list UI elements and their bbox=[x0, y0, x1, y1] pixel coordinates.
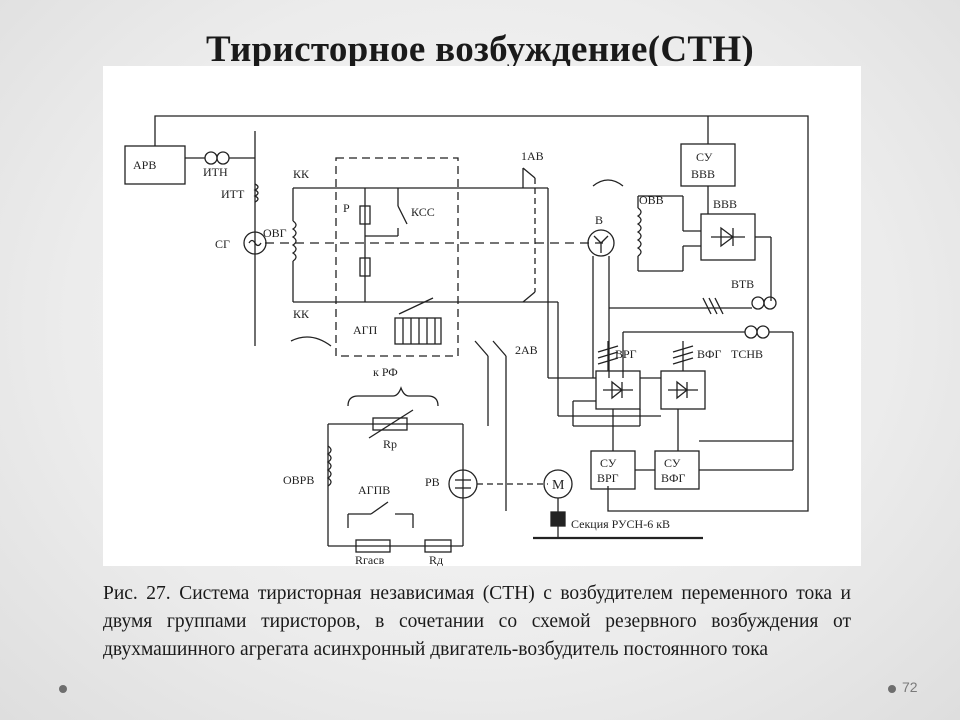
label-kss: КСС bbox=[411, 205, 435, 219]
label-vtv: ВТВ bbox=[731, 277, 754, 291]
arv-block bbox=[124, 145, 186, 185]
label-sg: СГ bbox=[215, 237, 230, 251]
label-rp: Rр bbox=[383, 437, 397, 451]
agp-dashed-box bbox=[335, 157, 459, 357]
r-relay bbox=[359, 205, 371, 225]
label-rgasv: Rгасв bbox=[355, 553, 385, 566]
label-itn: ИТН bbox=[203, 165, 228, 179]
label-ovrv: ОВРВ bbox=[283, 473, 314, 487]
circuit-svg: АРВ ИТН ИТТ СГ ОВГ КК КК Р КСС АГП 1АВ 2… bbox=[124, 115, 809, 566]
label-su-vfg-2: ВФГ bbox=[661, 471, 685, 485]
label-m: М bbox=[552, 478, 565, 493]
label-kk-bottom: КК bbox=[293, 307, 310, 321]
left-bullet-dot bbox=[59, 685, 67, 693]
label-rv: РВ bbox=[425, 475, 440, 489]
krf-bracket bbox=[347, 386, 439, 407]
label-agp: АГП bbox=[353, 323, 378, 337]
label-su-vrg-1: СУ bbox=[600, 456, 617, 470]
circuit-diagram: АРВ ИТН ИТТ СГ ОВГ КК КК Р КСС АГП 1АВ 2… bbox=[103, 66, 861, 566]
label-krf: к РФ bbox=[373, 365, 398, 379]
label-vfg: ВФГ bbox=[697, 347, 721, 361]
label-vvv: ВВВ bbox=[713, 197, 737, 211]
agp-chamber bbox=[394, 317, 442, 345]
rotation-arrow-sg bbox=[290, 336, 332, 347]
label-su-vvv-1: СУ bbox=[696, 150, 713, 164]
label-r: Р bbox=[343, 201, 350, 215]
label-2av: 2АВ bbox=[515, 343, 538, 357]
label-rd: Rд bbox=[429, 553, 443, 566]
label-ovv: ОВВ bbox=[639, 193, 664, 207]
label-ovg: ОВГ bbox=[263, 226, 287, 240]
vtv-coil-b bbox=[763, 296, 777, 310]
rotation-arrow-b bbox=[592, 179, 624, 187]
label-su-vfg-1: СУ bbox=[664, 456, 681, 470]
control-loop-wire bbox=[154, 115, 809, 512]
r-resistor bbox=[359, 257, 371, 277]
rd-resistor bbox=[424, 539, 452, 553]
page-number: 72 bbox=[902, 679, 918, 695]
figure-caption: Рис. 27. Система тиристорная независимая… bbox=[103, 583, 851, 660]
label-su-vvv-2: ВВВ bbox=[691, 167, 715, 181]
tsnv-coil-a bbox=[744, 325, 758, 339]
rgasv-resistor bbox=[355, 539, 391, 553]
label-tsnv: ТСНВ bbox=[731, 347, 763, 361]
label-kk-top: КК bbox=[293, 167, 310, 181]
label-su-vrg-2: ВРГ bbox=[597, 471, 619, 485]
slide-title: Тиристорное возбуждение(СТН) bbox=[205, 29, 755, 70]
label-vrg: ВРГ bbox=[615, 347, 637, 361]
b-exciter bbox=[587, 229, 615, 257]
vrg-rectifier bbox=[595, 370, 641, 410]
ovv-winding bbox=[636, 207, 642, 257]
rp-rheostat bbox=[372, 417, 408, 431]
label-1av: 1АВ bbox=[521, 149, 544, 163]
label-arv: АРВ bbox=[133, 158, 156, 172]
ovrv-winding bbox=[326, 445, 332, 487]
section-breaker bbox=[550, 511, 566, 527]
label-section: Секция РУСН-6 кВ bbox=[571, 517, 670, 531]
label-agpv: АГПВ bbox=[358, 483, 390, 497]
ovg-winding bbox=[291, 220, 297, 262]
tsnv-coil-b bbox=[756, 325, 770, 339]
itn-coil-b bbox=[216, 151, 230, 165]
vtv-coil-a bbox=[751, 296, 765, 310]
itn-coil-a bbox=[204, 151, 218, 165]
right-bullet-dot bbox=[888, 685, 896, 693]
label-itt: ИТТ bbox=[221, 187, 245, 201]
label-b: В bbox=[595, 213, 603, 227]
